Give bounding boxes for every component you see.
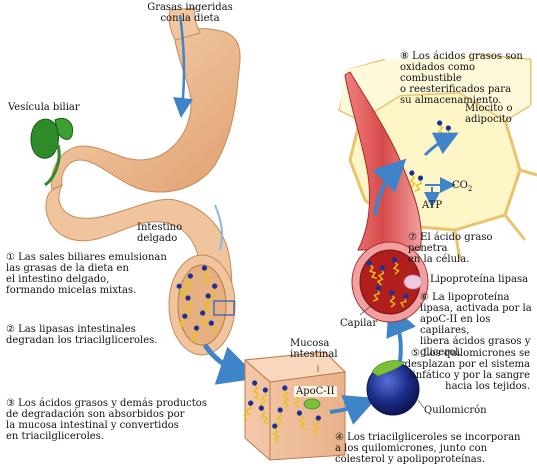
step-3: ③ Los ácidos grasos y demás productos de…: [6, 398, 221, 442]
step-8-number: ⑧: [400, 51, 409, 62]
myocyte-label: Miocito o adipocito: [465, 103, 513, 125]
chylomicron-label: Quilomicrón: [424, 405, 487, 416]
fatty-acid-glyph: [366, 260, 378, 280]
fatty-acid-glyph: [259, 387, 268, 408]
step-5-text: Los quilomicrones se desplazan por el si…: [404, 348, 530, 392]
intestine-flow-arrow: [214, 204, 224, 251]
apoc2-label: ApoC-II: [294, 386, 337, 397]
step-6: ⑥ La lipoproteína lipasa, activada por l…: [420, 292, 535, 358]
mucosa-fatty-acids: [242, 380, 321, 444]
step-1: ① Las sales biliares emulsionan las gras…: [6, 252, 171, 296]
step-4-text: Los triacilgliceroles se incorporan a lo…: [335, 432, 521, 465]
step-2: ② Las lipasas intestinales degradan los …: [6, 324, 181, 346]
fatty-acid-glyph: [392, 257, 400, 275]
uptake-arrow: [423, 132, 459, 157]
step-3-text: Los ácidos grasos y demás productos de d…: [6, 398, 207, 442]
gallbladder: [30, 117, 74, 187]
fatty-acid-glyph: [207, 283, 218, 300]
co2-text: CO: [452, 180, 468, 191]
chylomicron: [366, 360, 420, 416]
food-flow-arrow: [173, 14, 194, 118]
fatty-acid-glyph: [184, 273, 193, 294]
fatty-acid-glyph: [272, 423, 280, 444]
step-8-text: Los ácidos grasos son oxidados como comb…: [400, 51, 523, 106]
fatty-acid-glyph: [312, 415, 321, 436]
step-4: ④ Los triacilgliceroles se incorporan a …: [335, 432, 535, 465]
step-1-number: ①: [6, 252, 15, 263]
step-6-number: ⑥: [420, 292, 429, 303]
to-chylomicron-arrow: [329, 395, 377, 425]
fatty-acid-glyph: [190, 325, 200, 342]
lipoprotein-lipase-label: Lipoproteína lipasa: [430, 274, 529, 285]
fatty-acid-glyph: [203, 293, 211, 314]
co2-label: CO2: [452, 180, 472, 195]
step-5-number: ⑤: [410, 348, 420, 359]
fatty-acid-glyph: [376, 265, 385, 286]
step-6-text: La lipoproteína lipasa, activada por la …: [420, 292, 532, 358]
step-5: ⑤ Los quilomicrones se desplazan por el …: [400, 348, 530, 392]
step-1-text: Las sales biliares emulsionan las grasas…: [6, 252, 167, 296]
gallbladder-label: Vesícula biliar: [8, 102, 80, 113]
fatty-acid-glyph: [184, 295, 192, 316]
step-7-number: ⑦: [408, 232, 417, 243]
dietary-fat-label: Grasas ingeridas con la dieta: [147, 2, 233, 24]
fatty-acid-glyph: [389, 290, 396, 308]
fatty-acid-glyph: [414, 175, 424, 192]
pointer-line-chylo: [417, 399, 425, 409]
fatty-acid-glyph: [178, 313, 188, 328]
fatty-acid-glyph: [201, 265, 212, 285]
capillary-fatty-acids: [366, 257, 409, 308]
step-2-text: Las lipasas intestinales degradan los tr…: [6, 324, 158, 346]
step-4-number: ④: [335, 432, 344, 443]
step-2-number: ②: [6, 324, 15, 335]
fatty-acid-glyph: [275, 407, 283, 428]
fatty-acid-glyph: [176, 283, 187, 301]
stomach: [50, 7, 241, 193]
intestine-cross-section: [168, 254, 236, 356]
atp-label: ATP: [422, 200, 443, 211]
pointer-line-capillary: [359, 304, 373, 316]
step-3-number: ③: [6, 398, 15, 409]
zoom-box: [213, 300, 235, 316]
absorption-arrow: [202, 343, 259, 385]
step-7-text: El ácido graso penetra en la célula.: [408, 232, 493, 265]
to-cell-arrow: [372, 158, 407, 216]
fatty-acid-glyph: [409, 170, 416, 188]
apoc2-marker: [303, 398, 321, 410]
fatty-acid-glyph: [372, 285, 382, 302]
fatty-acid-glyph: [242, 400, 254, 421]
lipoprotein-lipase-blob: [403, 274, 423, 290]
fatty-acid-glyph: [200, 310, 208, 328]
fatty-acid-glyph: [296, 410, 307, 430]
fatty-acid-glyph: [252, 380, 260, 401]
intestinal-mucosa-block: [243, 351, 347, 461]
fatty-acid-glyph: [258, 405, 270, 425]
intestinal-mucosa-label: Mucosa intestinal: [290, 338, 338, 360]
co2-subscript: 2: [467, 185, 473, 193]
micelles: [176, 265, 218, 342]
small-intestine-label: Intestino delgado: [137, 222, 183, 244]
step-7: ⑦ El ácido graso penetra en la célula.: [408, 232, 533, 265]
fatty-acid-glyph: [399, 293, 409, 308]
capillary-label: Capilar: [340, 318, 378, 329]
fatty-acid-glyph: [208, 320, 218, 334]
fatty-acid-glyph: [282, 385, 290, 409]
step-8: ⑧ Los ácidos grasos son oxidados como co…: [400, 51, 535, 106]
